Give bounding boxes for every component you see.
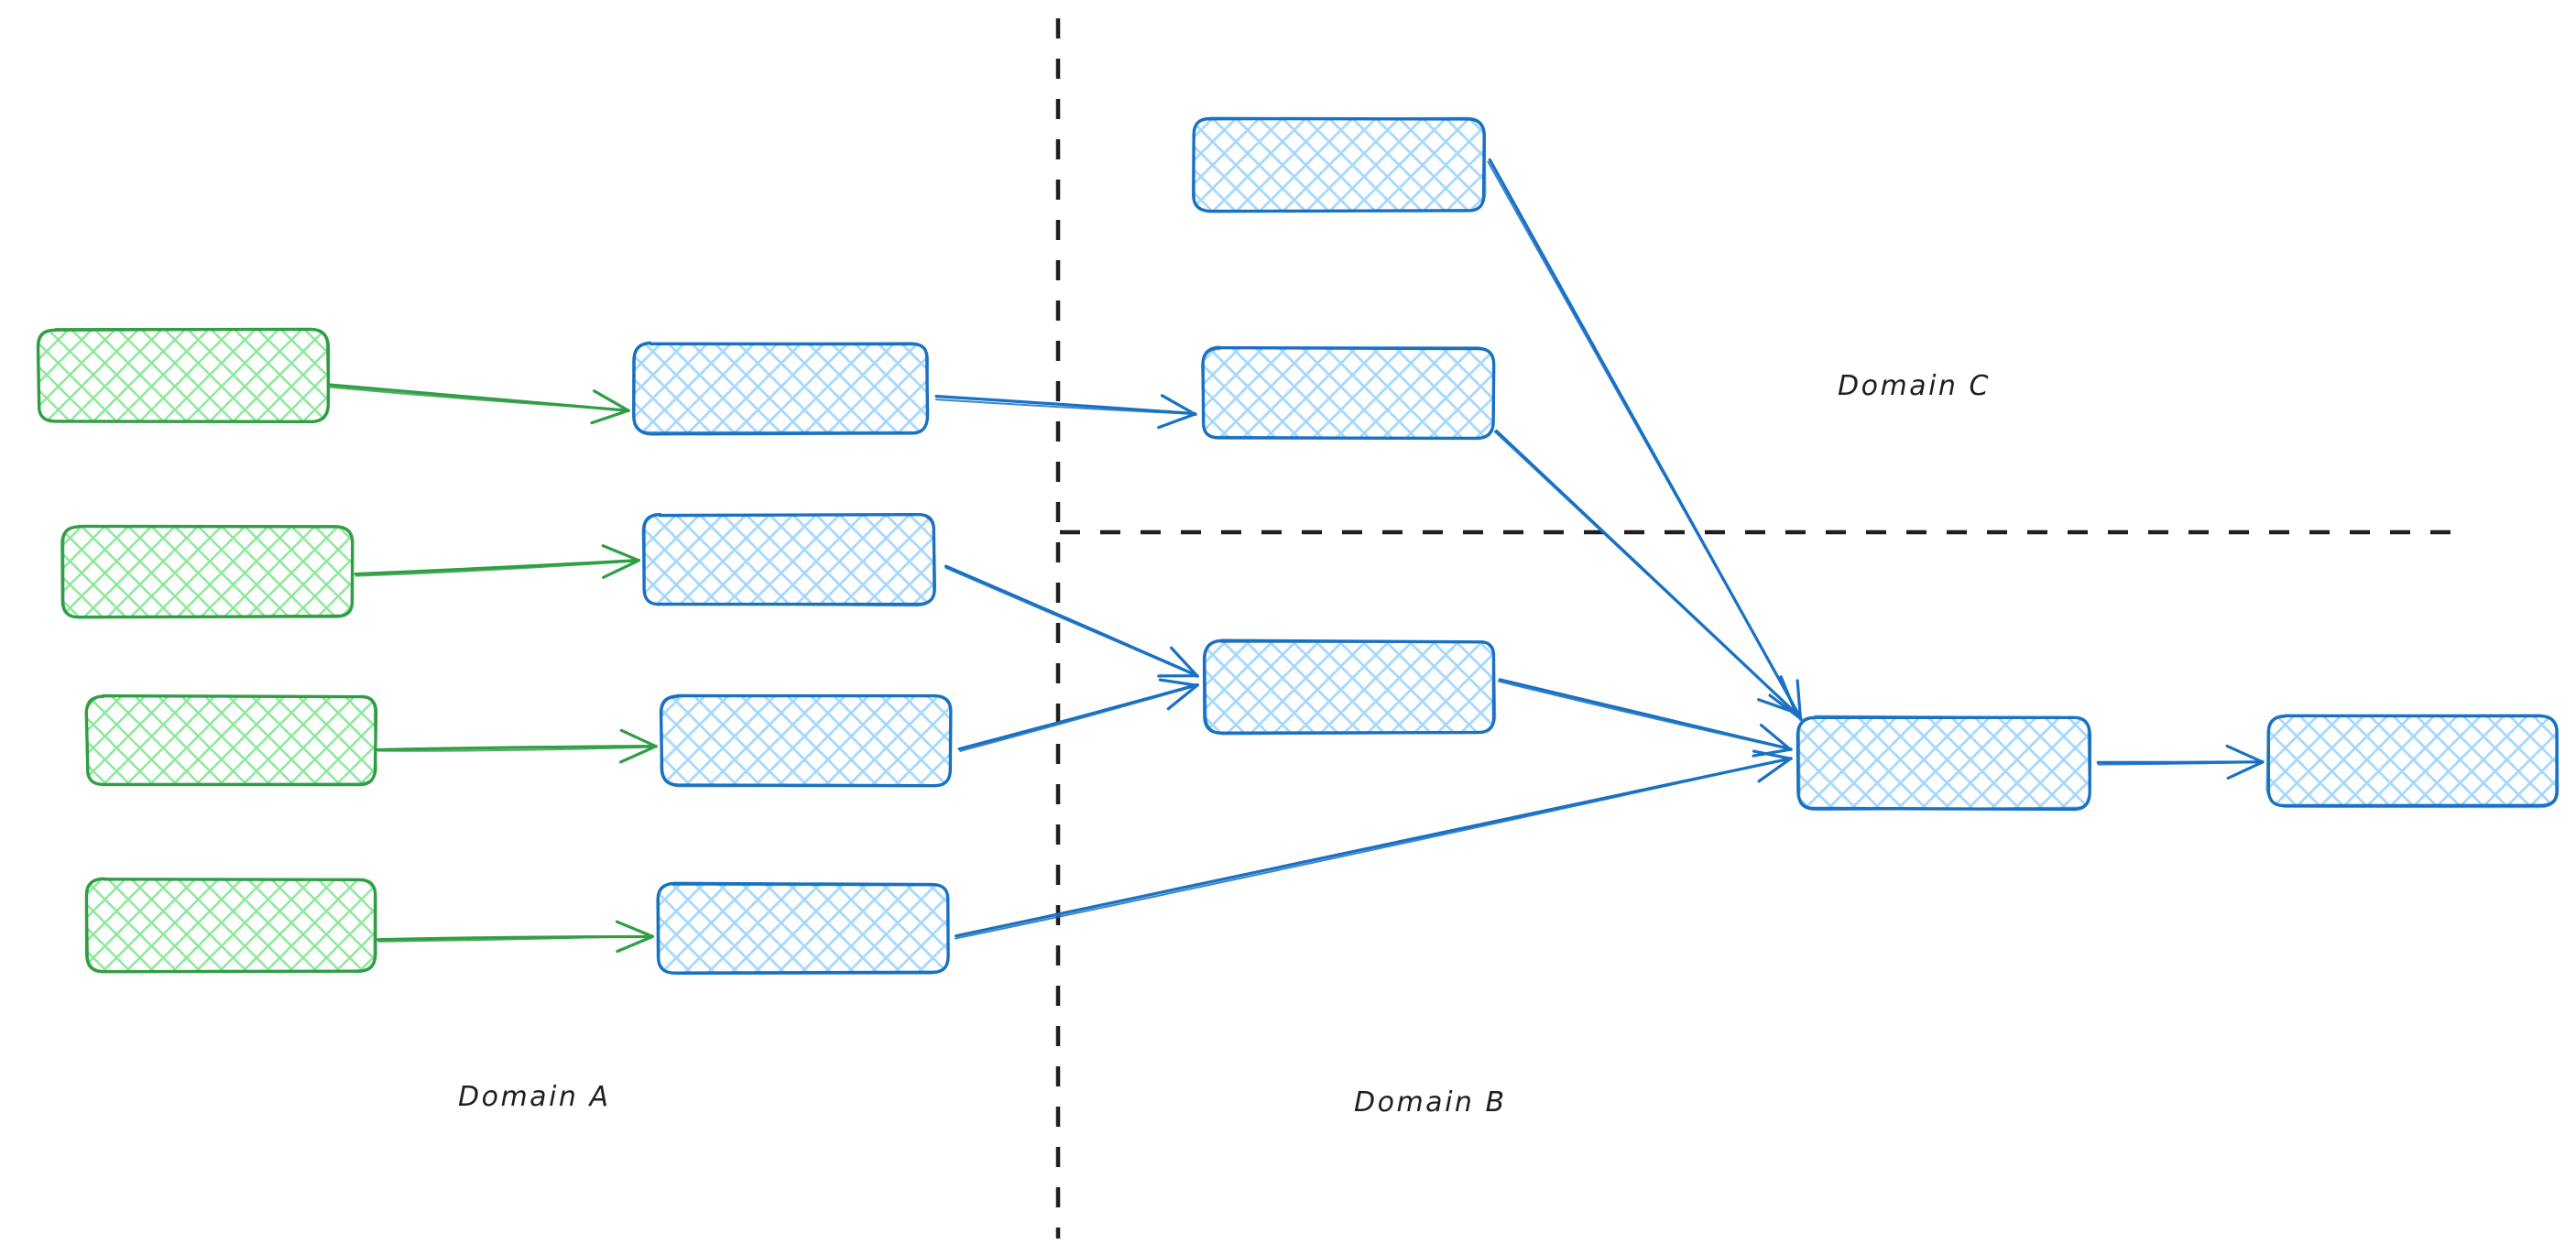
edge-green2-bluea2 bbox=[354, 544, 641, 579]
node-fill bbox=[634, 344, 927, 433]
node-fill bbox=[661, 696, 951, 785]
node-outline bbox=[2265, 714, 2560, 809]
node-fill bbox=[644, 515, 934, 605]
node-blue-b2[interactable] bbox=[1201, 345, 1496, 441]
node-fill bbox=[87, 879, 376, 971]
label-domain-b: Domain B bbox=[1354, 1086, 1507, 1119]
node-green-3[interactable] bbox=[84, 693, 378, 787]
node-fill bbox=[1798, 717, 2090, 809]
node-green-1[interactable] bbox=[36, 327, 331, 424]
node-outline bbox=[1192, 116, 1487, 213]
node-fill bbox=[62, 527, 353, 617]
node-green-4[interactable] bbox=[84, 877, 377, 974]
edge-blueb3-bluec1 bbox=[1497, 678, 1793, 758]
node-fill bbox=[1194, 119, 1484, 211]
edge-bluec1-bluec2 bbox=[2096, 744, 2265, 780]
node-fill bbox=[658, 884, 948, 973]
node-outline bbox=[85, 878, 377, 973]
label-domain-a: Domain A bbox=[458, 1081, 611, 1113]
node-blue-b3[interactable] bbox=[1202, 638, 1497, 736]
node-outline bbox=[641, 512, 935, 607]
node-blue-c1[interactable] bbox=[1796, 715, 2092, 812]
node-outline bbox=[1204, 639, 1497, 736]
node-outline bbox=[62, 525, 355, 619]
edge-bluea3-blueb3 bbox=[957, 678, 1200, 752]
node-blue-a2[interactable] bbox=[641, 512, 936, 607]
node-outline bbox=[660, 693, 953, 788]
node-blue-a1[interactable] bbox=[632, 341, 930, 436]
node-outline bbox=[656, 882, 950, 976]
node-fill bbox=[1205, 641, 1494, 733]
node-outline bbox=[1201, 346, 1496, 440]
node-blue-a4[interactable] bbox=[656, 881, 950, 976]
edge-bluea2-blueb3 bbox=[944, 564, 1199, 678]
edge-layer bbox=[327, 158, 2265, 954]
node-outline bbox=[37, 327, 330, 423]
node-fill bbox=[1203, 348, 1493, 438]
node-outline bbox=[1797, 715, 2090, 812]
node-outline bbox=[632, 341, 929, 434]
edge-blueb2-bluec1 bbox=[1493, 429, 1798, 715]
node-fill bbox=[2268, 716, 2557, 806]
label-domain-c: Domain C bbox=[1838, 370, 1991, 402]
node-outline bbox=[85, 694, 377, 786]
node-fill bbox=[38, 330, 328, 421]
node-fill bbox=[87, 696, 376, 784]
node-green-2[interactable] bbox=[60, 524, 355, 619]
node-blue-c2[interactable] bbox=[2265, 714, 2560, 809]
edge-green3-bluea3 bbox=[376, 728, 658, 764]
node-blue-b1[interactable] bbox=[1192, 116, 1487, 213]
edge-bluea4-bluec1 bbox=[954, 749, 1793, 940]
edge-blueb1-bluec1 bbox=[1487, 158, 1803, 721]
edge-bluea1-blueb2 bbox=[934, 394, 1197, 430]
node-layer bbox=[36, 116, 2560, 976]
divider-layer bbox=[1055, 18, 2451, 1239]
edge-green4-bluea4 bbox=[377, 920, 655, 954]
node-blue-a3[interactable] bbox=[659, 693, 953, 788]
edge-green1-bluea1 bbox=[327, 383, 630, 425]
